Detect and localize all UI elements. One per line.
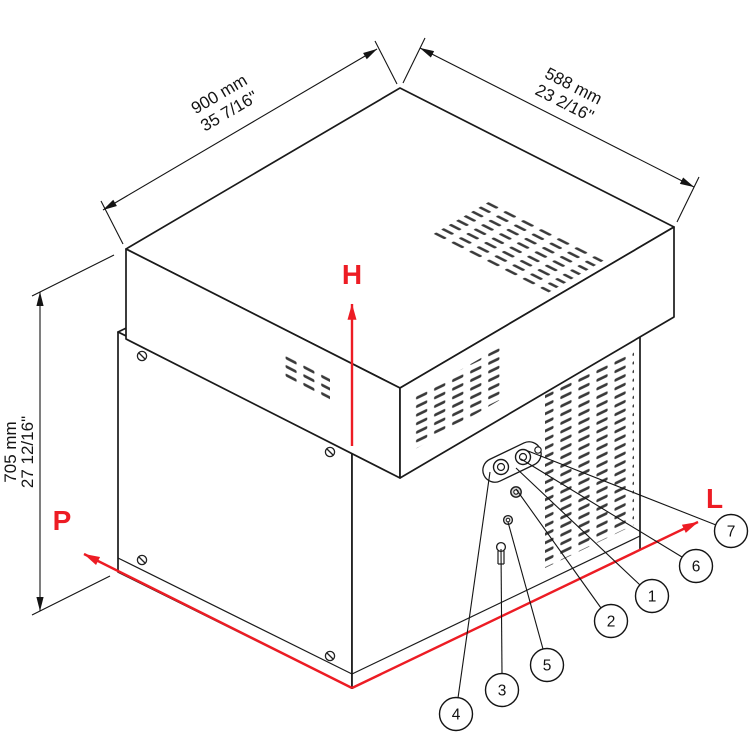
leader-7 [527,450,717,526]
callout-1-number: 1 [648,589,657,606]
callout-4-number: 4 [452,707,461,724]
callout-3-number: 3 [498,683,507,700]
water-fitting-inner [518,452,528,462]
callout-2: 2 [593,603,629,639]
callouts: 1 2 3 4 5 6 7 [438,513,749,732]
leader-6 [520,458,683,558]
callout-1: 1 [634,578,670,614]
leader-1 [515,467,641,586]
callout-6: 6 [678,548,714,584]
screw-icon [324,650,336,662]
panel-screws [136,350,336,662]
stud-fitting-inner [505,517,511,523]
small-fitting [534,446,542,454]
leader-2 [515,488,602,609]
callout-2-number: 2 [607,614,616,631]
screw-icon [136,554,148,566]
extension-line [676,176,700,223]
dimension-line [102,48,378,211]
dimension-height-705: 705 mm 27 12/16" [1,254,115,616]
head-right-vent-grille [412,347,500,451]
extension-line [100,200,124,245]
height-inch-label: 27 12/16" [18,416,37,488]
screw-icon [324,446,336,458]
extension-line [374,40,398,85]
water-fitting-inner [496,462,506,472]
callout-4: 4 [438,696,474,732]
reference-axes: H L P [53,259,723,690]
head-top-vent-grille [430,200,608,294]
callout-5-number: 5 [543,658,552,675]
axis-L-line [351,520,699,690]
callout-leader-lines [457,450,717,699]
bin-base-line-right [351,535,641,675]
leader-3 [500,548,503,675]
dimension-line [419,47,695,188]
callout-3: 3 [484,672,520,708]
leader-5 [507,521,544,650]
leader-4 [457,471,491,699]
extension-line [402,37,426,84]
bin-vent-grille [545,349,634,568]
axis-P-line [83,552,353,690]
axis-H-label: H [342,259,362,290]
screw-icon [136,350,148,362]
head-vents [283,200,608,451]
axis-L-label: L [706,483,723,514]
extension-line [31,575,111,616]
height-mm-label: 705 mm [1,421,20,482]
head-left-vent-grille [283,352,330,401]
extension-line [31,254,115,297]
callout-7: 7 [713,513,749,549]
callout-7-number: 7 [727,524,736,541]
axis-P-label: P [53,505,72,536]
bin-base-line-left [117,557,353,675]
callout-5: 5 [529,647,565,683]
callout-6-number: 6 [692,559,701,576]
